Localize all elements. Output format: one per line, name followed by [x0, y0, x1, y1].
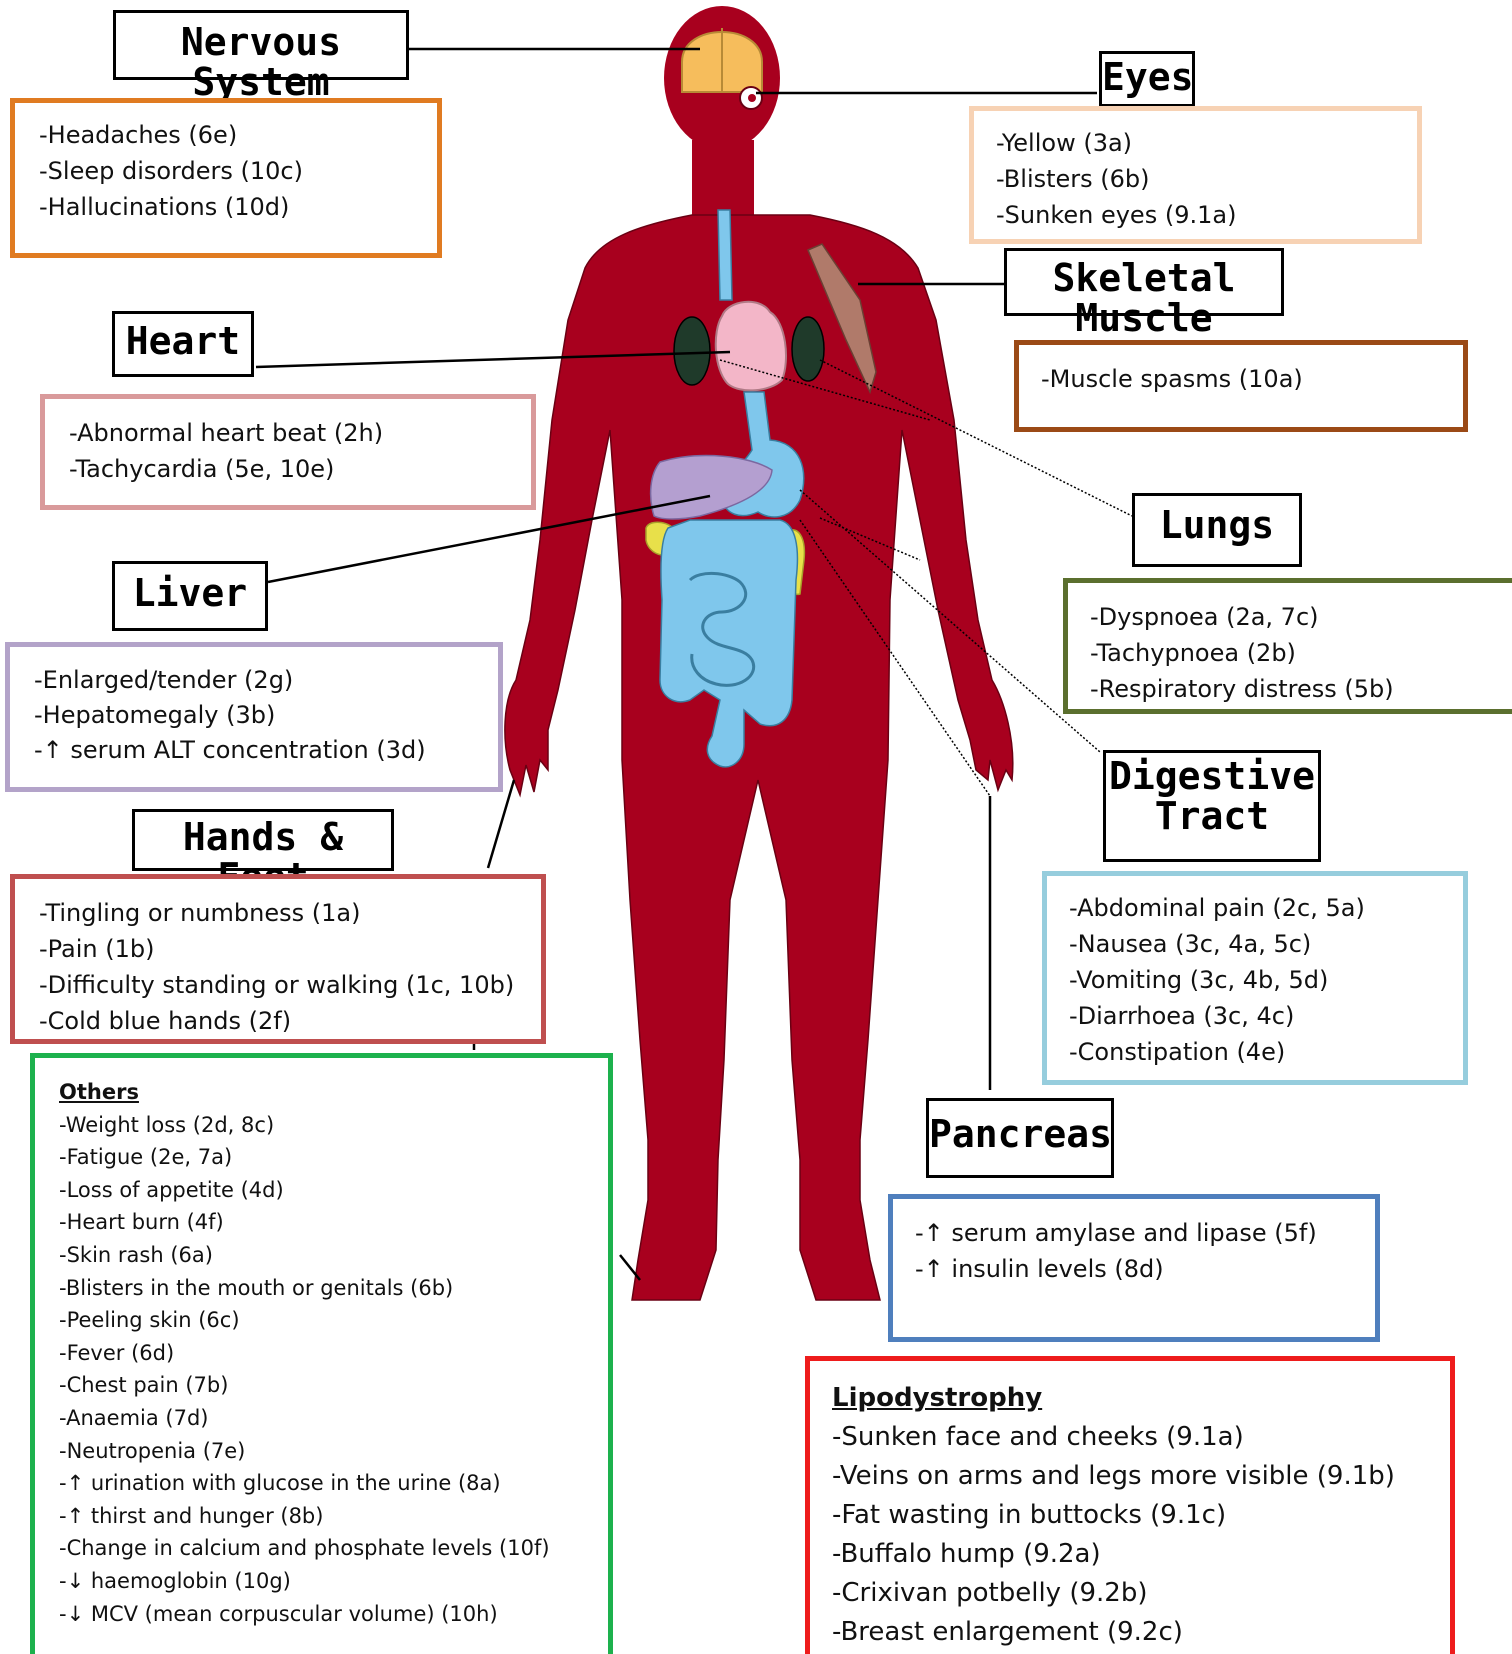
nervous-symptoms-list: -Headaches (6e) -Sleep disorders (10c) -… [39, 117, 437, 225]
list-item: -Weight loss (2d, 8c) [59, 1109, 608, 1142]
list-item: -Veins on arms and legs more visible (9.… [832, 1457, 1450, 1496]
digestive-symptoms-list: -Abdominal pain (2c, 5a) -Nausea (3c, 4a… [1069, 890, 1463, 1070]
digestive-tract-title: Digestive Tract [1103, 750, 1321, 862]
list-item: -Tingling or numbness (1a) [39, 895, 541, 931]
nervous-symptoms-box: -Headaches (6e) -Sleep disorders (10c) -… [10, 98, 442, 258]
list-item: -Loss of appetite (4d) [59, 1174, 608, 1207]
eyes-symptoms-list: -Yellow (3a) -Blisters (6b) -Sunken eyes… [996, 125, 1417, 233]
list-item: -Crixivan potbelly (9.2b) [832, 1574, 1450, 1613]
list-item: -Chest pain (7b) [59, 1369, 608, 1402]
eyes-symptoms-box: -Yellow (3a) -Blisters (6b) -Sunken eyes… [969, 106, 1422, 244]
heart-symptoms-box: -Abnormal heart beat (2h) -Tachycardia (… [40, 394, 536, 510]
lipodystrophy-box: Lipodystrophy -Sunken face and cheeks (9… [805, 1356, 1455, 1654]
list-item: -Tachypnoea (2b) [1090, 635, 1512, 671]
neck [692, 140, 754, 220]
digestive-symptoms-box: -Abdominal pain (2c, 5a) -Nausea (3c, 4a… [1042, 871, 1468, 1085]
list-item: -Constipation (4e) [1069, 1034, 1463, 1070]
list-item: -Hallucinations (10d) [39, 189, 437, 225]
list-item: -↑ serum ALT concentration (3d) [34, 733, 498, 768]
skeletal-muscle-title: Skeletal Muscle [1004, 248, 1284, 316]
nervous-system-title: Nervous System [113, 10, 409, 80]
list-item: -Breast enlargement (9.2c) [832, 1613, 1450, 1652]
left-lung [674, 317, 710, 385]
list-item: -Sunken face and cheeks (9.1a) [832, 1418, 1450, 1457]
hands-connector [488, 780, 514, 868]
digestive-title-line2: Tract [1106, 797, 1318, 837]
others-symptoms-box: Others -Weight loss (2d, 8c) -Fatigue (2… [30, 1053, 613, 1654]
list-item: -Enlarged/tender (2g) [34, 663, 498, 698]
lungs-title: Lungs [1132, 493, 1302, 567]
list-item: -↑ urination with glucose in the urine (… [59, 1467, 608, 1500]
pancreas-symptoms-list: -↑ serum amylase and lipase (5f) -↑ insu… [915, 1215, 1375, 1287]
list-item: -Blisters in the mouth or genitals (6b) [59, 1272, 608, 1305]
list-item: -↓ MCV (mean corpuscular volume) (10h) [59, 1598, 608, 1631]
list-item: -Blisters (6b) [996, 161, 1417, 197]
others-heading: Others [59, 1076, 608, 1109]
list-item: -Fatigue (2e, 7a) [59, 1141, 608, 1174]
list-item: -Hepatomegaly (3b) [34, 698, 498, 733]
list-item: -Respiratory distress (5b) [1090, 671, 1512, 707]
lungs-symptoms-box: -Dyspnoea (2a, 7c) -Tachypnoea (2b) -Res… [1063, 578, 1512, 714]
list-item: -Yellow (3a) [996, 125, 1417, 161]
liver-symptoms-list: -Enlarged/tender (2g) -Hepatomegaly (3b)… [34, 663, 498, 768]
list-item: -Diarrhoea (3c, 4c) [1069, 998, 1463, 1034]
list-item: -Neutropenia (7e) [59, 1435, 608, 1468]
list-item: -Tachycardia (5e, 10e) [69, 451, 531, 487]
list-item: -Abdominal pain (2c, 5a) [1069, 890, 1463, 926]
hands-feet-symptoms-box: -Tingling or numbness (1a) -Pain (1b) -D… [10, 874, 546, 1044]
skeletal-symptoms-box: -Muscle spasms (10a) [1014, 340, 1468, 432]
list-item: -Peeling skin (6c) [59, 1304, 608, 1337]
liver-symptoms-box: -Enlarged/tender (2g) -Hepatomegaly (3b)… [5, 642, 503, 792]
right-lung [792, 317, 824, 381]
lungs-symptoms-list: -Dyspnoea (2a, 7c) -Tachypnoea (2b) -Res… [1090, 599, 1512, 707]
list-item: -Vomiting (3c, 4b, 5d) [1069, 962, 1463, 998]
lipodystrophy-list: -Sunken face and cheeks (9.1a) -Veins on… [832, 1418, 1450, 1652]
others-symptoms-list: -Weight loss (2d, 8c) -Fatigue (2e, 7a) … [59, 1109, 608, 1631]
pancreas-symptoms-box: -↑ serum amylase and lipase (5f) -↑ insu… [888, 1194, 1380, 1342]
list-item: -Muscle spasms (10a) [1041, 361, 1463, 397]
list-item: -Headaches (6e) [39, 117, 437, 153]
list-item: -Change in calcium and phosphate levels … [59, 1532, 608, 1565]
esophagus [718, 210, 732, 300]
list-item: -Dyspnoea (2a, 7c) [1090, 599, 1512, 635]
list-item: -↑ serum amylase and lipase (5f) [915, 1215, 1375, 1251]
list-item: -↓ haemoglobin (10g) [59, 1565, 608, 1598]
skeletal-symptoms-list: -Muscle spasms (10a) [1041, 361, 1463, 397]
list-item: -Anaemia (7d) [59, 1402, 608, 1435]
pancreas-title: Pancreas [926, 1098, 1114, 1178]
list-item: -Fat wasting in buttocks (9.1c) [832, 1496, 1450, 1535]
list-item: -Fever (6d) [59, 1337, 608, 1370]
list-item: -Cold blue hands (2f) [39, 1003, 541, 1039]
list-item: -Difficulty standing or walking (1c, 10b… [39, 967, 541, 1003]
liver-title: Liver [112, 561, 268, 631]
lipodystrophy-heading: Lipodystrophy [832, 1379, 1450, 1418]
list-item: -Pain (1b) [39, 931, 541, 967]
list-item: -Sleep disorders (10c) [39, 153, 437, 189]
heart-title: Heart [112, 311, 254, 377]
heart-symptoms-list: -Abnormal heart beat (2h) -Tachycardia (… [69, 415, 531, 487]
list-item: -↑ thirst and hunger (8b) [59, 1500, 608, 1533]
list-item: -Buffalo hump (9.2a) [832, 1535, 1450, 1574]
list-item: -Skin rash (6a) [59, 1239, 608, 1272]
digestive-title-line1: Digestive [1106, 757, 1318, 797]
list-item: -Heart burn (4f) [59, 1206, 608, 1239]
hands-feet-title: Hands & Feet [132, 809, 394, 871]
hands-feet-symptoms-list: -Tingling or numbness (1a) -Pain (1b) -D… [39, 895, 541, 1039]
list-item: -Abnormal heart beat (2h) [69, 415, 531, 451]
list-item: -Nausea (3c, 4a, 5c) [1069, 926, 1463, 962]
list-item: -Sunken eyes (9.1a) [996, 197, 1417, 233]
eyes-title: Eyes [1099, 51, 1195, 107]
list-item: -↑ insulin levels (8d) [915, 1251, 1375, 1287]
